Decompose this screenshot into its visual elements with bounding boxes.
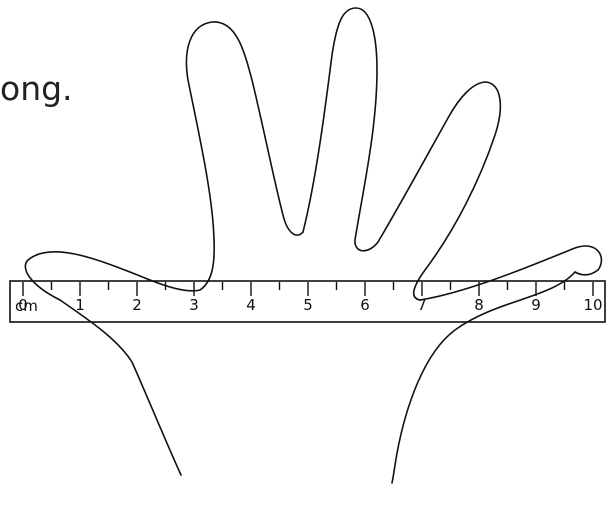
- ruler-number-label: 8: [474, 296, 484, 314]
- ruler-number-label: 6: [360, 296, 370, 314]
- ruler-number-label: 3: [189, 296, 199, 314]
- middle-finger-outline: [302, 7, 379, 252]
- ruler-ticks: [22, 282, 594, 296]
- little-finger-outline: [419, 245, 603, 301]
- ruler-number-label: 7: [417, 296, 427, 314]
- thumb-outline: [24, 239, 215, 301]
- hand-outline: [24, 7, 603, 484]
- ruler-number-label: 1: [75, 296, 85, 314]
- ruler-number-label: 10: [583, 296, 602, 314]
- ruler-numbers: 0 1 2 3 4 5 6 7 8 9 10: [18, 296, 602, 314]
- ruler: 0 1 2 3 4 5 6 7 8 9 10 cm: [9, 280, 606, 323]
- index-finger-outline: [185, 21, 304, 241]
- ruler-number-label: 2: [132, 296, 142, 314]
- wrist-left-edge: [59, 299, 182, 476]
- ruler-unit-label: cm: [15, 297, 38, 315]
- ruler-number-label: 9: [531, 296, 541, 314]
- ring-finger-outline: [377, 81, 502, 301]
- ruler-number-label: 4: [246, 296, 256, 314]
- wrist-right-edge: [391, 271, 576, 484]
- ruler-number-label: 0: [18, 296, 28, 314]
- ruler-body: [9, 280, 606, 323]
- ruler-number-label: 5: [303, 296, 313, 314]
- sentence-fragment: ong.: [0, 69, 73, 108]
